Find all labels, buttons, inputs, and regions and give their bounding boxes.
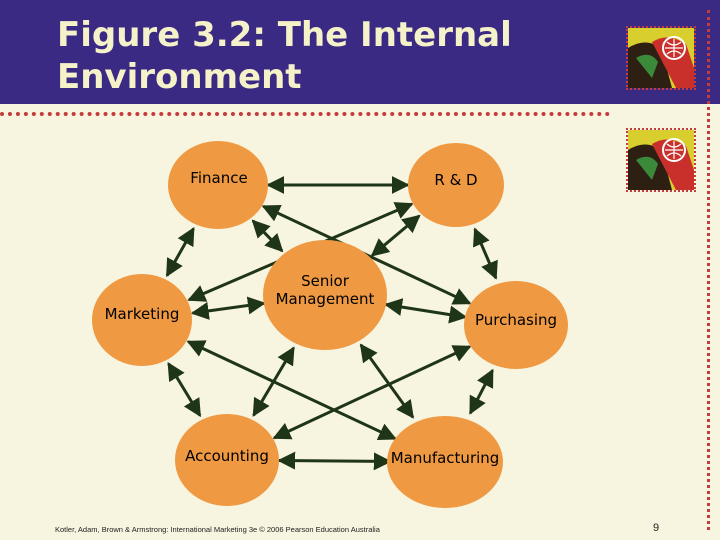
node-manufacturing xyxy=(387,416,503,508)
nodes-layer xyxy=(92,141,568,508)
node-rd xyxy=(408,143,504,227)
node-accounting xyxy=(175,414,279,506)
arrow-senior-purchasing xyxy=(384,298,468,324)
node-senior xyxy=(263,240,387,350)
dotted-divider xyxy=(0,112,610,116)
arrow-marketing-senior xyxy=(190,296,266,320)
node-label-senior: Senior Management xyxy=(275,272,375,308)
title-bar: Figure 3.2: The Internal Environment xyxy=(0,0,720,104)
publisher-logo-icon xyxy=(626,128,696,192)
arrow-finance-senior xyxy=(251,219,284,253)
footer-citation: Kotler, Adam, Brown & Armstrong: Interna… xyxy=(55,525,380,534)
node-purchasing xyxy=(464,281,568,369)
arrow-accounting-manufacturing xyxy=(277,451,392,471)
arrow-marketing-accounting xyxy=(167,362,202,418)
arrow-purchasing-accounting xyxy=(272,345,472,440)
node-label-purchasing: Purchasing xyxy=(474,311,558,329)
node-label-finance: Finance xyxy=(190,169,248,187)
node-label-marketing: Marketing xyxy=(104,305,180,323)
node-marketing xyxy=(92,274,192,366)
node-label-manufacturing: Manufacturing xyxy=(390,449,500,467)
arrow-finance-marketing xyxy=(165,227,195,278)
node-label-rd: R & D xyxy=(434,171,478,189)
arrow-purchasing-manufacturing xyxy=(468,368,494,415)
slide-title: Figure 3.2: The Internal Environment xyxy=(57,15,512,97)
arrow-senior-accounting xyxy=(252,346,295,417)
arrow-rd-senior xyxy=(370,214,421,257)
page-number: 9 xyxy=(653,522,660,534)
node-finance xyxy=(168,141,268,229)
arrow-rd-purchasing xyxy=(473,227,498,280)
node-label-accounting: Accounting xyxy=(185,447,269,465)
arrow-senior-manufacturing xyxy=(359,343,415,419)
dotted-border-right xyxy=(707,10,710,530)
publisher-logo-icon xyxy=(626,26,696,90)
